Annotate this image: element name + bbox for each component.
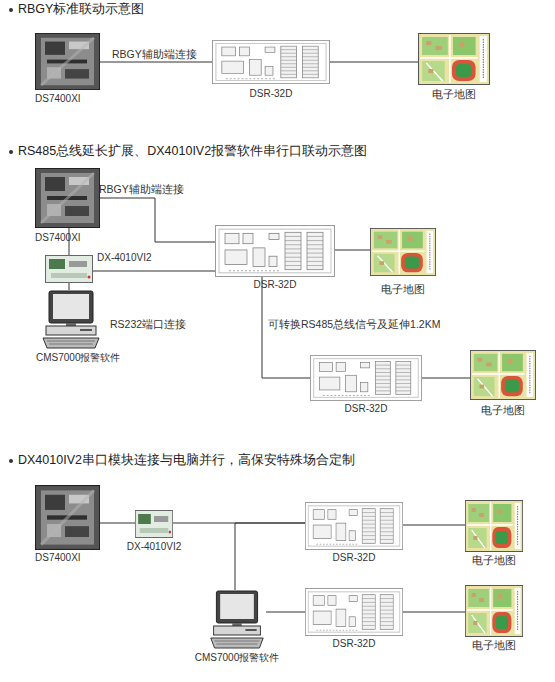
connector-line [330, 62, 418, 63]
connector-line [93, 271, 215, 272]
serial-module: DX-4010VI2 [45, 255, 93, 283]
device-label: 电子地图 [470, 404, 536, 416]
connector-line [69, 283, 70, 290]
relay-board-outline [310, 355, 422, 401]
e-map: 电子地图 [465, 500, 523, 552]
alarm-computer-outline [40, 290, 102, 350]
relay-board-outline [215, 225, 335, 277]
alarm-computer-picture [211, 591, 263, 648]
alarm-computer: CMS7000报警软件 [208, 590, 266, 650]
relay-board-outline [305, 502, 403, 550]
device-label: 电子地图 [465, 639, 523, 651]
relay-board-picture [305, 588, 402, 635]
alarm-panel-outline [35, 168, 100, 228]
serial-module: DX-4010VI2 [135, 510, 173, 538]
section-heading: RBGY标准联动示意图 [18, 2, 144, 17]
serial-module-outline [135, 510, 173, 538]
section-heading: RS485总线延长扩展、DX4010IV2报警软件串行口联动示意图 [18, 144, 367, 159]
relay-board-picture [310, 355, 421, 400]
e-map-picture [465, 501, 522, 552]
connector-line [403, 612, 465, 613]
device-label: 电子地图 [370, 283, 436, 295]
connector-line [100, 62, 212, 63]
device-label: DSR-32D [305, 638, 403, 650]
relay-board-picture [216, 226, 335, 277]
alarm-panel-picture [36, 169, 100, 228]
device-label: DS7400XI [35, 552, 115, 564]
connector-line [266, 612, 305, 613]
e-map-outline [465, 585, 523, 637]
alarm-panel-outline [35, 485, 100, 550]
serial-module-picture [135, 511, 172, 538]
connector-line [100, 198, 215, 242]
alarm-panel: DS7400XI [35, 485, 100, 550]
device-label: CMS7000报警软件 [36, 352, 146, 364]
connection-label: RS232端口连接 [110, 318, 186, 331]
alarm-panel: DS7400XI [35, 33, 100, 90]
relay-board: DSR-32D [305, 502, 403, 550]
relay-board-outline [305, 588, 403, 636]
connector-line [422, 378, 470, 379]
device-label: 电子地图 [418, 88, 490, 100]
connection-label: 可转换RS485总线信号及延伸1.2KM [268, 318, 440, 331]
e-map: 电子地图 [470, 350, 536, 400]
e-map-picture [470, 350, 535, 399]
relay-board-outline [212, 40, 330, 84]
e-map-picture [465, 586, 522, 637]
bullet-dot [9, 8, 13, 12]
serial-module-outline [45, 255, 93, 283]
device-label: DX-4010VI2 [113, 541, 195, 553]
device-label: DS7400XI [35, 93, 115, 105]
device-label: DSR-32D [310, 403, 422, 415]
alarm-panel-outline [35, 33, 100, 90]
e-map-outline [465, 500, 523, 552]
alarm-computer: CMS7000报警软件 [40, 290, 102, 350]
e-map-outline [470, 350, 536, 400]
e-map-picture [419, 34, 490, 85]
relay-board: DSR-32D [212, 40, 330, 84]
connector-line [235, 523, 305, 590]
connector-line [403, 525, 465, 526]
relay-board-picture [305, 502, 402, 549]
bullet-dot [9, 150, 13, 154]
relay-board: DSR-32D [310, 355, 422, 401]
connector-line [335, 250, 370, 251]
device-label: DSR-32D [215, 279, 335, 291]
e-map-outline [370, 228, 436, 276]
relay-board: DSR-32D [305, 588, 403, 636]
section-bullets [9, 8, 13, 463]
alarm-panel-picture [36, 486, 100, 550]
alarm-computer-picture [43, 291, 99, 348]
alarm-panel: DS7400XI [35, 168, 100, 228]
device-label: DSR-32D [212, 88, 330, 100]
section-heading: DX4010IV2串口模块连接与电脑并行，高保安特殊场合定制 [18, 453, 355, 468]
e-map-outline [418, 33, 490, 85]
alarm-panel-picture [36, 33, 100, 89]
device-label: CMS7000报警软件 [176, 652, 298, 664]
relay-board: DSR-32D [215, 225, 335, 277]
device-label: DX-4010VI2 [97, 252, 177, 264]
device-label: 电子地图 [465, 554, 523, 566]
bullet-dot [9, 459, 13, 463]
relay-board-picture [212, 40, 329, 83]
connection-label: RBGY辅助端连接 [99, 183, 184, 196]
e-map: 电子地图 [418, 33, 490, 85]
device-label: DSR-32D [305, 552, 403, 564]
e-map: 电子地图 [370, 228, 436, 276]
device-label: DS7400XI [35, 232, 115, 244]
e-map: 电子地图 [465, 585, 523, 637]
e-map-picture [370, 228, 435, 275]
connection-label: RBGY辅助端连接 [112, 48, 197, 61]
connector-line [100, 523, 135, 524]
serial-module-picture [46, 256, 93, 283]
alarm-computer-outline [208, 590, 266, 650]
